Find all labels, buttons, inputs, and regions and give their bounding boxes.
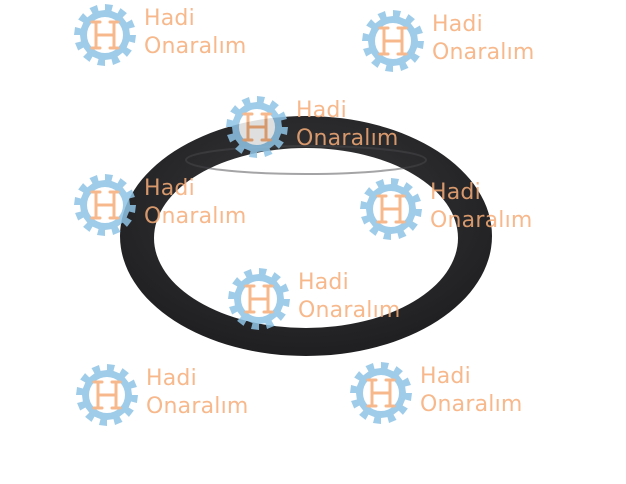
o-ring-highlight <box>185 145 427 175</box>
o-ring-body <box>120 116 492 356</box>
